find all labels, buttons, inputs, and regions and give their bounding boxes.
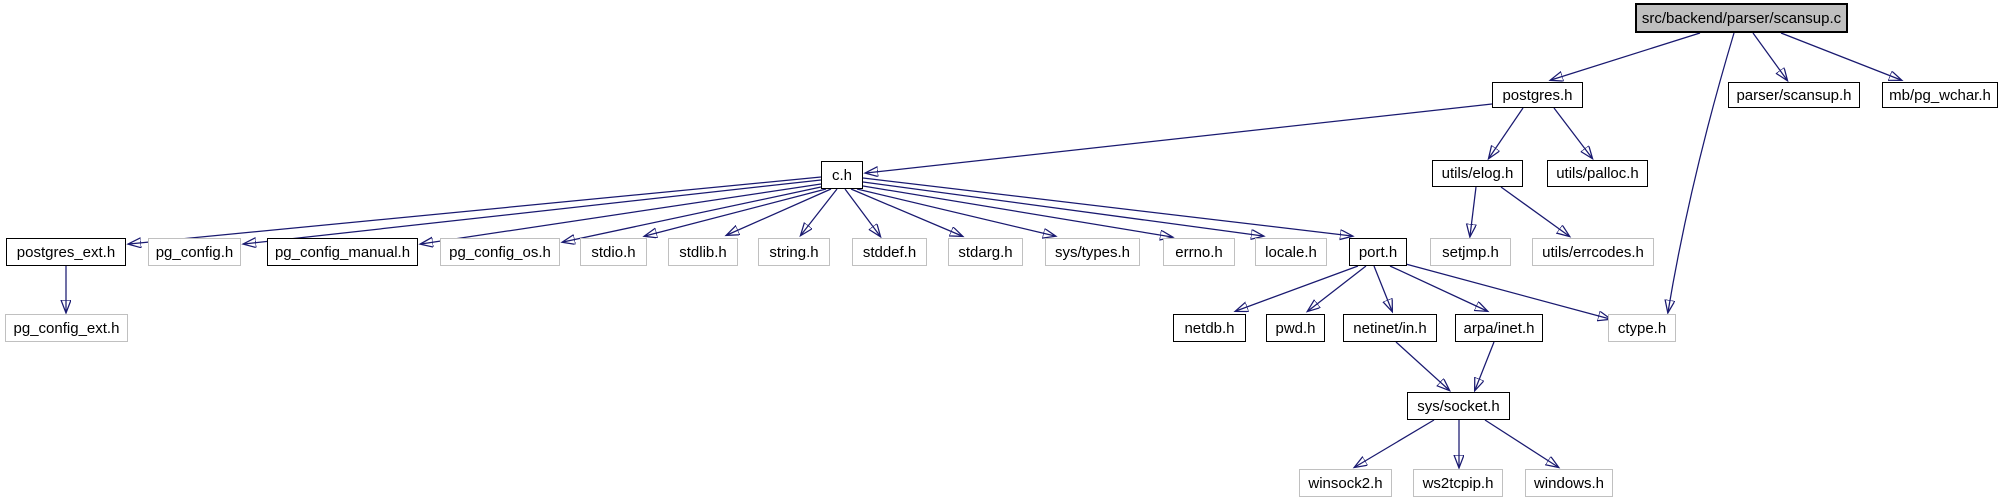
edge-c-h-pg-config-os-h	[563, 186, 822, 242]
node-netdb-h[interactable]: netdb.h	[1173, 314, 1246, 342]
edge-c-h-sys-types-h	[856, 188, 1055, 236]
node-arpa-inet-h[interactable]: arpa/inet.h	[1455, 314, 1543, 342]
node-utils-elog-h[interactable]: utils/elog.h	[1432, 160, 1523, 187]
edge-c-h-port-h	[862, 177, 1352, 236]
edge-port-h-arpa-inet-h	[1389, 265, 1487, 311]
edge-port-h-netinet-in-h	[1373, 265, 1392, 311]
node-utils-errcodes-h: utils/errcodes.h	[1532, 238, 1654, 266]
node-netinet-in-h[interactable]: netinet/in.h	[1343, 314, 1437, 342]
node-ws2tcpip-h: ws2tcpip.h	[1413, 469, 1503, 497]
edge-c-h-errno-h	[862, 185, 1172, 237]
node-sys-types-h: sys/types.h	[1045, 238, 1140, 266]
edge-c-h-stdio-h	[645, 188, 827, 236]
edge-root-ctype-h	[1668, 32, 1735, 312]
edge-port-h-netdb-h	[1236, 265, 1359, 311]
edge-utils-elog-h-setjmp-h	[1470, 186, 1477, 236]
edge-postgres-h-c-h	[866, 103, 1493, 173]
node-parser-scansup-h[interactable]: parser/scansup.h	[1728, 82, 1860, 108]
node-stddef-h: stddef.h	[852, 238, 927, 266]
edge-postgres-h-utils-palloc-h	[1553, 107, 1592, 158]
edge-c-h-pg-config-manual-h	[421, 183, 822, 244]
node-pg-config-h: pg_config.h	[148, 238, 241, 266]
edge-c-h-locale-h	[862, 181, 1263, 236]
node-src-backend-parser-scansup-c: src/backend/parser/scansup.c	[1635, 3, 1848, 33]
node-postgres-ext-h[interactable]: postgres_ext.h	[6, 238, 126, 266]
edge-sys-socket-h-winsock2-h	[1355, 419, 1435, 467]
edge-netinet-in-h-sys-socket-h	[1395, 341, 1449, 390]
node-stdarg-h: stdarg.h	[948, 238, 1023, 266]
node-locale-h: locale.h	[1255, 238, 1327, 266]
node-pwd-h[interactable]: pwd.h	[1266, 314, 1325, 342]
node-pg-config-ext-h: pg_config_ext.h	[5, 314, 128, 342]
node-mb-pg-wchar-h[interactable]: mb/pg_wchar.h	[1882, 82, 1998, 108]
edge-port-h-ctype-h	[1401, 262, 1610, 319]
edge-port-h-pwd-h	[1308, 265, 1367, 311]
node-setjmp-h: setjmp.h	[1430, 238, 1511, 266]
node-string-h: string.h	[758, 238, 830, 266]
node-sys-socket-h[interactable]: sys/socket.h	[1407, 392, 1510, 420]
edge-utils-elog-h-utils-errcodes-h	[1500, 186, 1569, 236]
edge-c-h-stddef-h	[844, 188, 880, 236]
node-stdlib-h: stdlib.h	[668, 238, 738, 266]
node-winsock2-h: winsock2.h	[1299, 469, 1392, 497]
edge-c-h-stdlib-h	[727, 188, 832, 235]
edge-postgres-h-utils-elog-h	[1489, 107, 1524, 158]
edge-root-parser-scansup-h	[1752, 32, 1787, 80]
node-pg-config-manual-h[interactable]: pg_config_manual.h	[267, 238, 418, 266]
edge-c-h-postgres-ext-h	[129, 176, 822, 244]
node-errno-h: errno.h	[1163, 238, 1235, 266]
node-utils-palloc-h[interactable]: utils/palloc.h	[1547, 160, 1648, 187]
edge-c-h-pg-config-h	[244, 179, 822, 244]
node-pg-config-os-h: pg_config_os.h	[440, 238, 560, 266]
edge-root-postgres-h	[1551, 32, 1701, 80]
node-c-h[interactable]: c.h	[821, 161, 863, 189]
edge-c-h-stdarg-h	[850, 188, 962, 236]
node-stdio-h: stdio.h	[580, 238, 647, 266]
edge-arpa-inet-h-sys-socket-h	[1475, 341, 1495, 390]
node-port-h[interactable]: port.h	[1349, 238, 1407, 266]
node-windows-h: windows.h	[1525, 469, 1613, 497]
node-ctype-h: ctype.h	[1608, 314, 1676, 342]
edge-root-mb-pg-wchar-h	[1780, 32, 1901, 80]
node-postgres-h[interactable]: postgres.h	[1492, 82, 1583, 108]
edge-c-h-string-h	[801, 188, 838, 235]
edge-sys-socket-h-windows-h	[1484, 419, 1558, 467]
